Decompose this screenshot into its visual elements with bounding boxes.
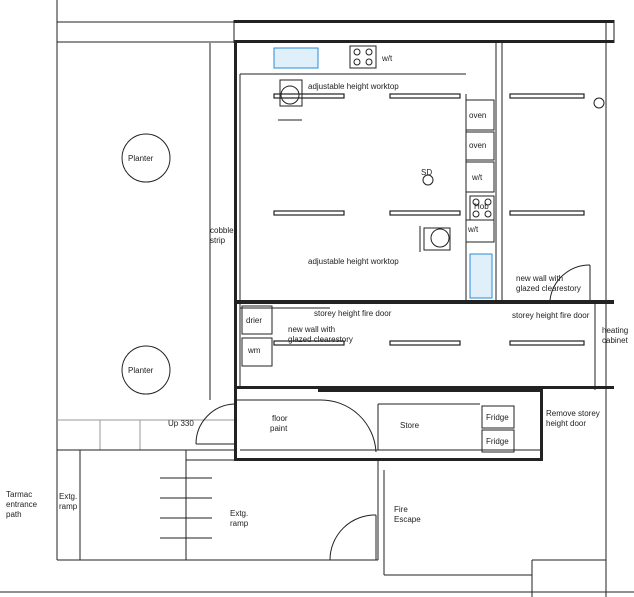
extg-ramp-left-line1: Extg. [59,492,77,501]
building-walls [209,20,615,461]
remove-door-line2: height door [546,419,586,428]
oven-1-label: oven [469,111,486,120]
worktop-top-label: adjustable height worktop [308,82,399,91]
drier-unit [241,305,273,335]
extg-ramp-mid-line1: Extg. [230,509,248,518]
fridge-1-label: Fridge [486,413,509,422]
sink-right [469,253,493,299]
kitchen-fittings [241,45,605,453]
cobble-label: cobble [210,226,234,235]
up330-label: Up 330 [168,419,194,428]
floor-paint-line1: floor [272,414,288,423]
wm-label: wm [247,346,261,355]
wt-top-label: w/t [381,54,393,63]
drier-label: drier [246,316,262,325]
hob-top [349,45,377,69]
fire-door-left-label: storey height fire door [314,309,392,318]
strip-label: strip [210,236,226,245]
fridge-2-label: Fridge [486,437,509,446]
door-arcs [195,264,591,453]
planter-1-circle [121,133,171,183]
ramp-area [56,449,606,597]
planter-2-circle [121,345,171,395]
store-label: Store [400,421,420,430]
wheelchair-right [419,226,451,252]
heating-line2: cabinet [602,336,629,345]
planter-2-label: Planter [128,366,154,375]
wm-unit [241,337,273,367]
thermostat [593,97,605,109]
sink-top [273,47,319,69]
smoke-detector [422,174,434,186]
wt-right-label: w/t [471,173,483,182]
wt-right2-label: w/t [467,225,479,234]
tarmac-line2: entrance [6,500,38,509]
extg-ramp-mid-line2: ramp [230,519,249,528]
wheelchair-top [278,79,303,121]
heating-line1: heating [602,326,628,335]
fire-escape-line1: Fire [394,505,408,514]
planter-1-label: Planter [128,154,154,163]
labels: w/t adjustable height worktop oven oven … [6,54,629,528]
oven-2-label: oven [469,141,486,150]
new-wall-left-line2: glazed clearestory [288,335,353,344]
fire-door-right-label: storey height fire door [512,311,590,320]
new-wall-right-line2: glazed clearestory [516,284,581,293]
extg-ramp-left-line2: ramp [59,502,78,511]
fire-escape-line2: Escape [394,515,421,524]
floor-paint-line2: paint [270,424,288,433]
new-wall-left-line1: new wall with [288,325,335,334]
tarmac-line1: Tarmac [6,490,32,499]
hob-label: Hob [474,202,489,211]
sd-label: SD [421,168,432,177]
new-wall-right-line1: new wall with [516,274,563,283]
tarmac-line3: path [6,510,22,519]
light-fittings [273,93,585,346]
fridge-1 [481,405,515,429]
worktop-bottom-label: adjustable height worktop [308,257,399,266]
remove-door-line1: Remove storey [546,409,600,418]
fridge-2 [481,429,515,453]
